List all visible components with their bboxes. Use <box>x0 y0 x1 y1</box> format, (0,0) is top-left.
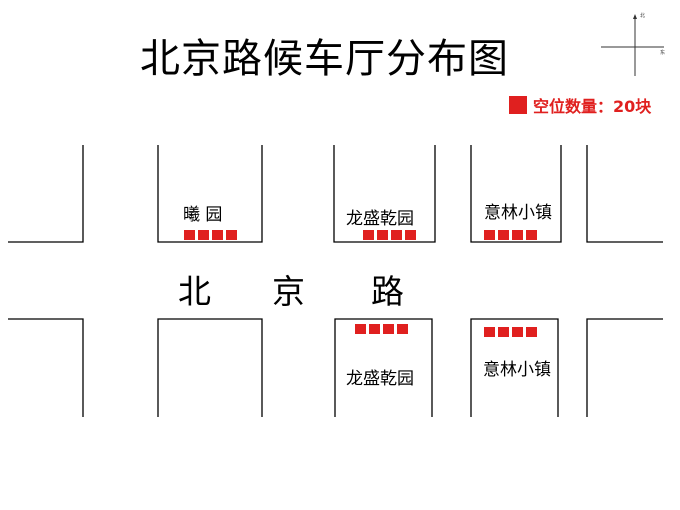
south-block-outline-west <box>8 318 84 417</box>
parking-spot-south-1-1 <box>355 324 366 334</box>
compass-icon <box>601 14 664 76</box>
parking-spot-north-3-3 <box>512 230 523 240</box>
block-label-north-1: 曦 园 <box>183 205 223 225</box>
parking-spot-south-1-4 <box>397 324 408 334</box>
block-label-south-2: 意林小镇 <box>483 360 551 380</box>
parking-spot-north-1-2 <box>198 230 209 240</box>
parking-spot-south-2-3 <box>512 327 523 337</box>
parking-spot-south-1-3 <box>383 324 394 334</box>
page-title: 北京路候车厅分布图 <box>140 36 509 82</box>
parking-spots <box>184 230 537 337</box>
parking-spot-south-2-4 <box>526 327 537 337</box>
compass-north-label: 北 <box>640 13 646 19</box>
south-block-outline-3 <box>470 318 559 417</box>
south-block-outline-east <box>586 318 663 417</box>
north-block-outline-east <box>586 145 663 243</box>
road-label-char-2: 京 <box>272 272 305 311</box>
parking-spot-north-3-2 <box>498 230 509 240</box>
parking-spot-south-2-1 <box>484 327 495 337</box>
parking-spot-north-2-4 <box>405 230 416 240</box>
block-label-north-3: 意林小镇 <box>484 203 552 223</box>
south-block-outline-2 <box>334 318 433 417</box>
legend: 空位数量：20块 <box>509 94 651 116</box>
north-block-outline-3 <box>470 145 562 243</box>
north-block-outline-2 <box>333 145 436 243</box>
block-label-south-1: 龙盛乾园 <box>346 369 414 389</box>
parking-spot-north-1-3 <box>212 230 223 240</box>
parking-spot-north-1-4 <box>226 230 237 240</box>
parking-spot-north-3-1 <box>484 230 495 240</box>
north-block-outline-1 <box>157 145 263 243</box>
legend-label: 空位数量：20块 <box>533 97 652 116</box>
parking-spot-south-2-2 <box>498 327 509 337</box>
parking-spot-north-3-4 <box>526 230 537 240</box>
south-block-outline-1 <box>157 318 263 417</box>
road-label-char-1: 北 <box>178 272 211 311</box>
parking-spot-north-2-3 <box>391 230 402 240</box>
parking-spot-north-1-1 <box>184 230 195 240</box>
parking-spot-north-2-1 <box>363 230 374 240</box>
block-label-north-2: 龙盛乾园 <box>346 209 414 229</box>
parking-spot-south-1-2 <box>369 324 380 334</box>
north-block-outline-west <box>8 145 84 243</box>
legend-swatch <box>509 96 527 114</box>
parking-spot-north-2-2 <box>377 230 388 240</box>
compass-east-label: 东 <box>660 50 666 56</box>
road-label-char-3: 路 <box>371 272 404 311</box>
